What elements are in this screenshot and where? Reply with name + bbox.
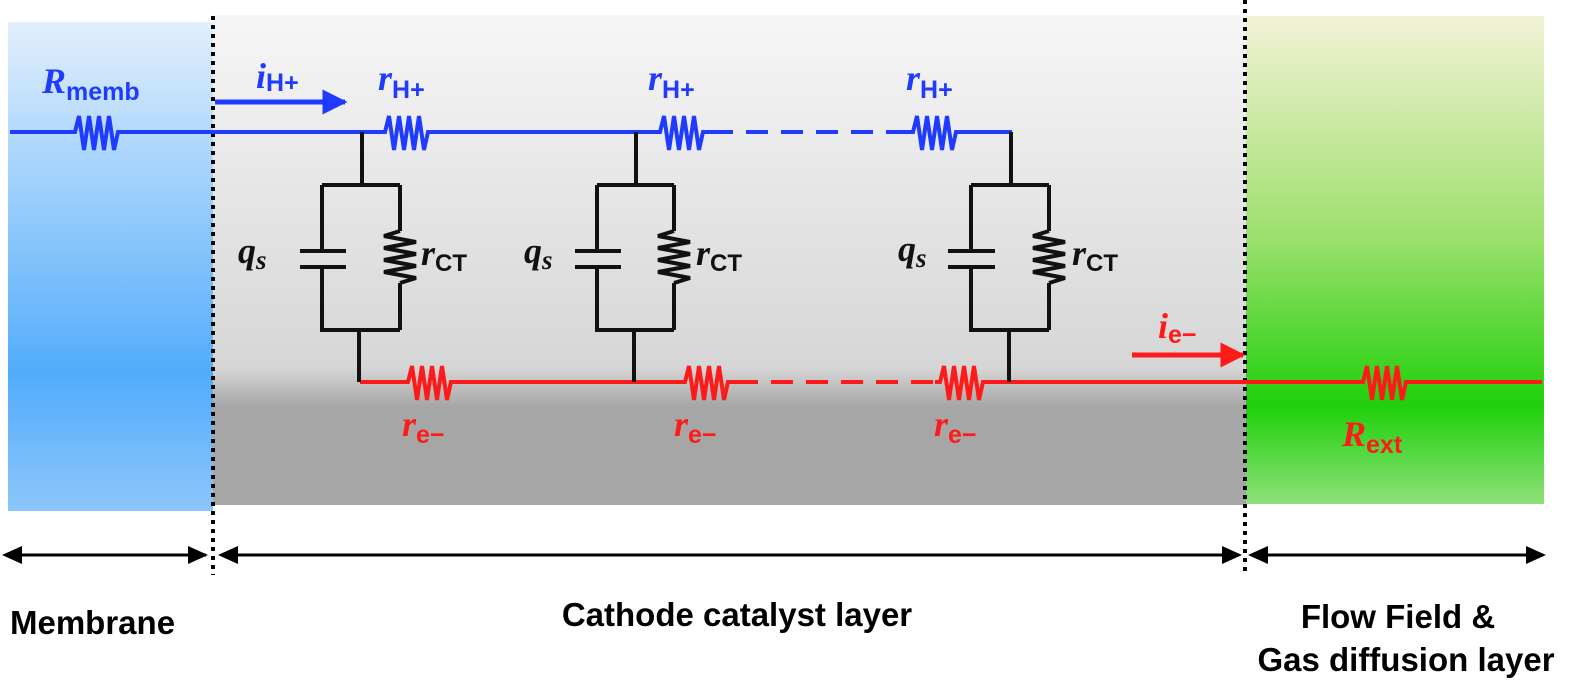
membrane-extent-arrow — [2, 546, 208, 564]
resistor-r-ext — [1358, 365, 1414, 401]
label-q-s-1: qs — [238, 231, 267, 275]
resistor-r-e-3 — [935, 365, 991, 401]
label-r-h-1: rH+ — [378, 58, 425, 104]
catalyst-extent-arrow — [218, 546, 1242, 564]
rc-branch-1 — [300, 132, 417, 382]
membrane-region — [8, 22, 213, 511]
resistor-r-h-1 — [380, 115, 436, 151]
resistor-r-h-2 — [655, 115, 711, 151]
label-i-h: iH+ — [256, 56, 299, 97]
resistor-r-h-3 — [908, 115, 964, 151]
resistor-r-e-1 — [403, 365, 459, 401]
label-r-ct-1: rCT — [421, 233, 467, 277]
label-r-h-3: rH+ — [906, 58, 953, 104]
gdl-label-line2: Gas diffusion layer — [1257, 641, 1554, 678]
rc-branch-2 — [575, 132, 691, 382]
label-r-ct-3: rCT — [1072, 233, 1118, 277]
label-q-s-2: qs — [524, 231, 553, 275]
gdl-label-line1: Flow Field & — [1301, 598, 1495, 635]
resistor-r-ct-1 — [383, 229, 417, 285]
resistor-r-ct-2 — [657, 229, 691, 285]
label-r-h-2: rH+ — [648, 58, 695, 104]
membrane-label: Membrane — [10, 604, 175, 641]
label-r-memb: Rmemb — [41, 61, 140, 106]
resistor-r-e-2 — [680, 365, 736, 401]
label-r-ct-2: rCT — [696, 233, 742, 277]
resistor-r-ct-3 — [1032, 229, 1066, 285]
label-r-e-3: re− — [934, 404, 977, 449]
gdl-extent-arrow — [1248, 546, 1546, 564]
catalyst-layer-label: Cathode catalyst layer — [562, 596, 912, 633]
resistor-r-memb — [70, 115, 126, 151]
label-r-e-2: re− — [674, 404, 717, 449]
label-r-e-1: re− — [402, 404, 445, 449]
label-i-e: ie− — [1158, 306, 1197, 349]
label-r-ext: Rext — [1341, 414, 1403, 459]
proton-rail — [10, 115, 1012, 151]
rc-branch-3 — [948, 132, 1066, 382]
label-q-s-3: qs — [898, 229, 927, 273]
electron-rail — [360, 365, 1542, 401]
gdl-region — [1246, 16, 1544, 504]
